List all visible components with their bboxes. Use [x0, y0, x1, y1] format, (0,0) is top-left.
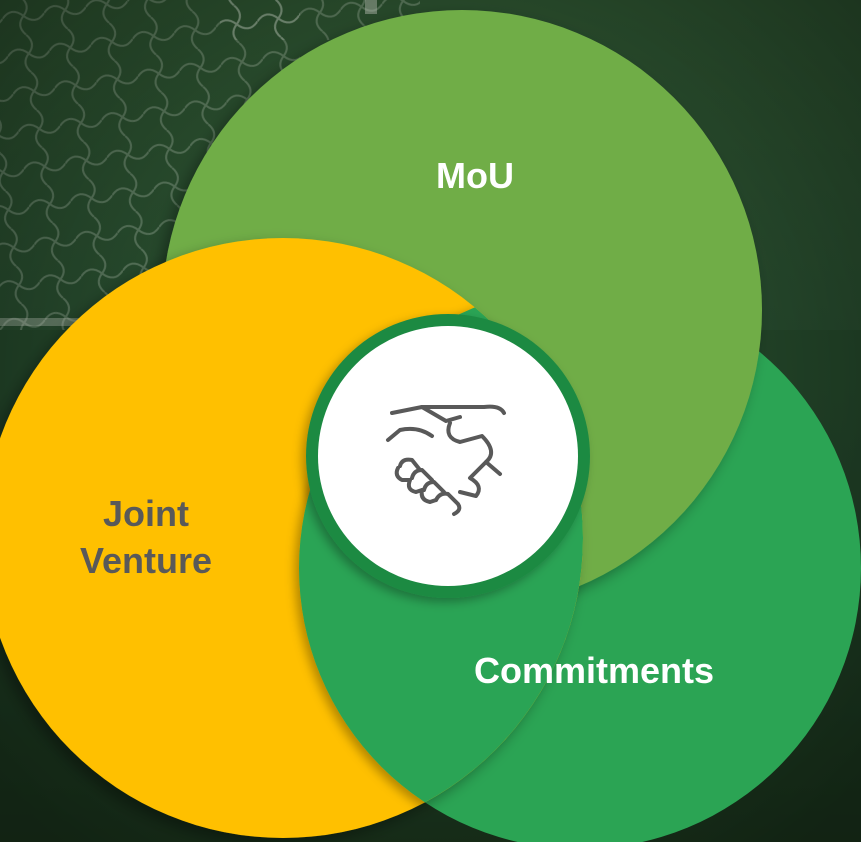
center-disc [318, 326, 578, 586]
handshake-icon [386, 404, 506, 516]
joint-venture-label-line1: Joint [103, 493, 189, 534]
joint-venture-label-line2: Venture [80, 540, 212, 581]
mou-label: MoU [436, 155, 514, 196]
commitments-label: Commitments [474, 650, 714, 691]
